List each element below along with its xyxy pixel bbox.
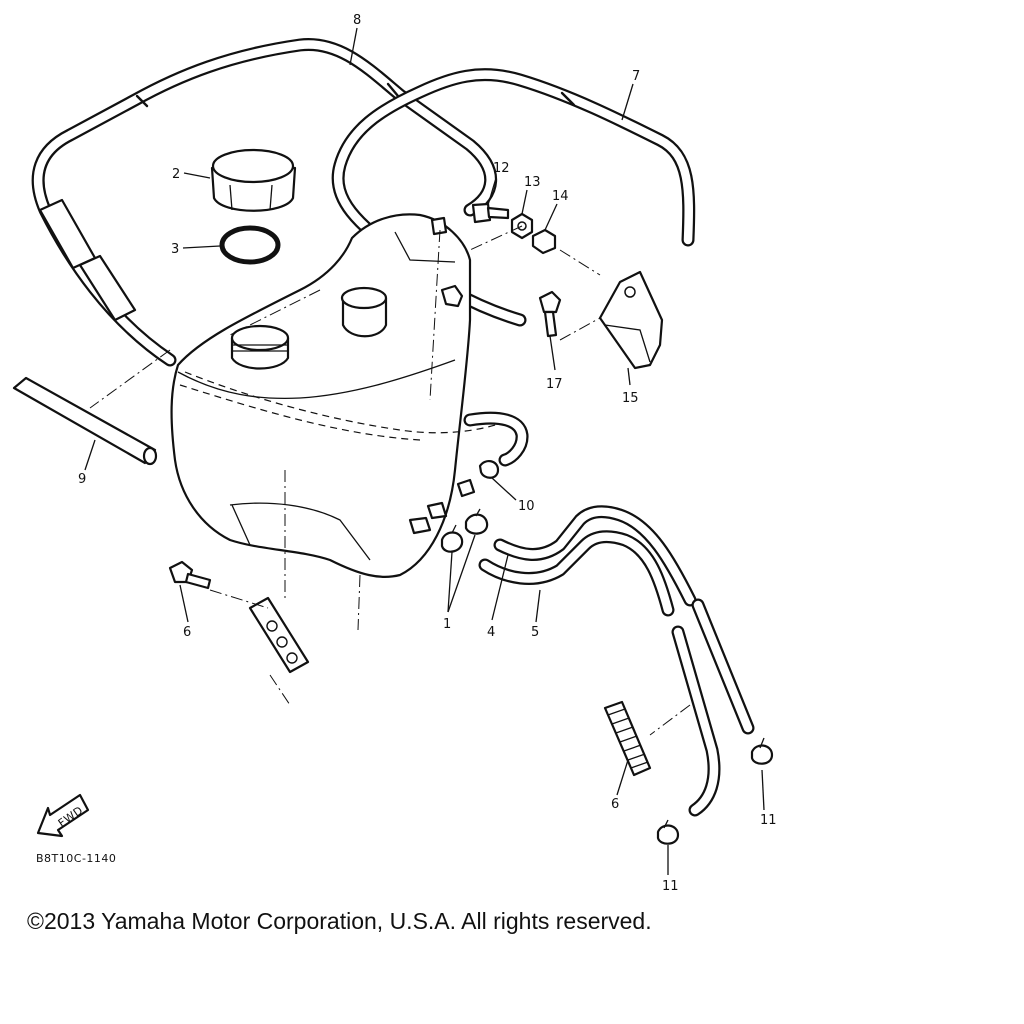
hose-8	[31, 37, 498, 367]
hose-5-lower	[671, 625, 721, 817]
fuel-cap	[210, 148, 297, 212]
hose-9	[12, 376, 158, 466]
callout-11-right: 11	[760, 813, 777, 828]
callout-13: 13	[524, 175, 541, 190]
copyright-notice: ©2013 Yamaha Motor Corporation, U.S.A. A…	[27, 908, 652, 934]
fuel-tank	[170, 213, 511, 578]
clip-11-right	[750, 737, 774, 765]
callout-11-bottom: 11	[662, 879, 679, 894]
bolt-17	[538, 290, 562, 338]
drawing-code: B8T10C-1140	[36, 852, 116, 865]
callout-1: 1	[443, 617, 451, 632]
mount-plate	[248, 596, 310, 674]
callout-12: 12	[493, 161, 510, 176]
hose-clips-1	[440, 508, 489, 553]
callout-15: 15	[622, 391, 639, 406]
callout-10: 10	[518, 499, 535, 514]
cap-gasket	[219, 225, 281, 265]
callout-6-left: 6	[183, 625, 191, 640]
filler-neck	[230, 324, 290, 370]
tank-mount-bolts	[408, 216, 476, 535]
callout-labels: 8 7 2 3 12 13 14 17 15 9 10 6 1 4 5 6 11…	[78, 13, 777, 894]
callout-14: 14	[552, 189, 569, 204]
breather-elbow	[463, 411, 529, 467]
leader-lines	[84, 27, 765, 875]
hose-4	[493, 505, 697, 607]
hose-5	[478, 530, 675, 617]
callout-2: 2	[172, 167, 180, 182]
callout-8: 8	[353, 13, 361, 28]
callout-6-right: 6	[611, 797, 619, 812]
bracket-15	[598, 270, 664, 370]
callout-17: 17	[546, 377, 563, 392]
fuel-tank-exploded-diagram: 8 7 2 3 12 13 14 17 15 9 10 6 1 4 5 6 11…	[12, 13, 777, 894]
bolt-12	[471, 202, 510, 224]
callout-7: 7	[632, 69, 640, 84]
callout-4: 4	[487, 625, 495, 640]
callout-5: 5	[531, 625, 539, 640]
clip-10	[478, 460, 500, 479]
hose-4-lower	[691, 598, 755, 735]
fwd-arrow-icon: FWD	[36, 793, 90, 838]
clip-11-bottom	[656, 819, 680, 845]
secondary-neck	[340, 286, 388, 338]
bolt-6	[168, 560, 212, 590]
callout-3: 3	[171, 242, 179, 257]
callout-9: 9	[78, 472, 86, 487]
damper-14	[531, 228, 557, 255]
protector-6	[603, 700, 652, 777]
